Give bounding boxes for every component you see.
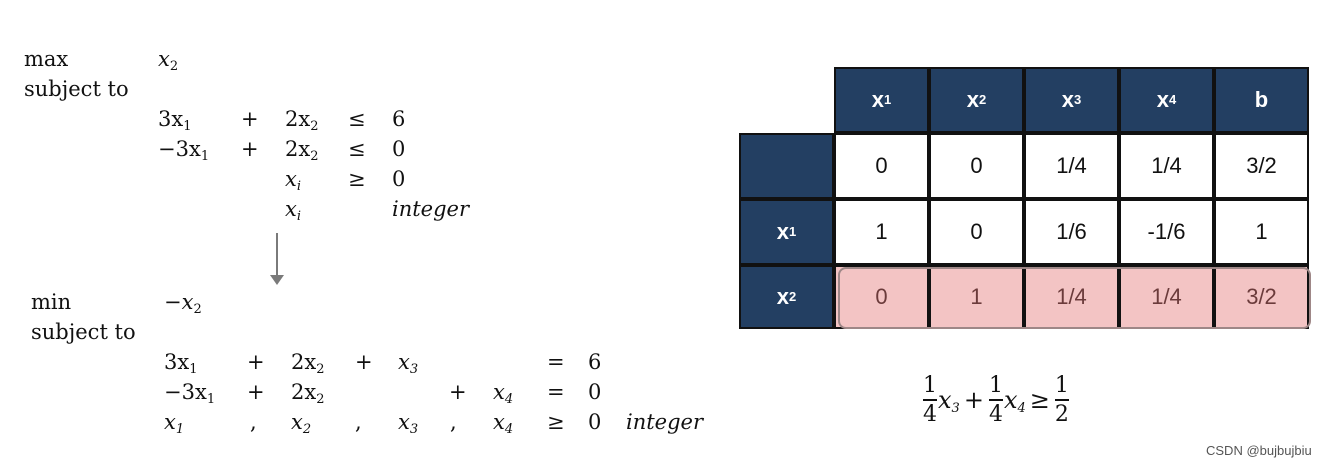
table-cell: 1/6: [1024, 199, 1119, 265]
c2-op: +: [241, 137, 259, 161]
r3-integer: integer: [626, 410, 704, 434]
c2-term-b: 2x2: [285, 137, 319, 164]
c1-term-a: 3x1: [158, 107, 192, 134]
cut-rel: ≥: [1029, 385, 1050, 414]
table-cell: 1: [1214, 199, 1309, 265]
table-cell-highlighted: 3/2: [1214, 265, 1309, 329]
min-label: min: [31, 290, 72, 314]
subject-to-label-2: subject to: [31, 320, 136, 344]
r2-rhs: 0: [588, 380, 602, 404]
r1-a: 3x1: [164, 350, 198, 377]
table-cell: 0: [929, 133, 1024, 199]
subject-to-label: subject to: [24, 77, 129, 101]
c1-rhs: 6: [392, 107, 406, 131]
r2-d: x4: [493, 380, 514, 407]
objective: x2: [158, 47, 179, 74]
r2-op1: +: [247, 380, 265, 404]
r2-a: −3x1: [164, 380, 216, 407]
cut-var-1: x3: [938, 385, 960, 416]
r3-rel: ≥: [547, 410, 565, 434]
r2-b: 2x2: [291, 380, 325, 407]
c1-rel: ≤: [348, 107, 366, 131]
table-cell: 1/4: [1024, 133, 1119, 199]
c1-term-b: 2x2: [285, 107, 319, 134]
r2-rel: =: [547, 380, 565, 404]
col-header-b: b: [1214, 67, 1309, 133]
watermark: CSDN @bujbujbiu: [1206, 443, 1312, 458]
r3-c: x3: [398, 410, 419, 437]
table-cell-highlighted: 1/4: [1119, 265, 1214, 329]
c4-var: xi: [285, 197, 302, 224]
r1-rhs: 6: [588, 350, 602, 374]
r3-comma-2: ,: [355, 410, 362, 434]
r1-b: 2x2: [291, 350, 325, 377]
row-header-objective: [739, 133, 834, 199]
c2-rel: ≤: [348, 137, 366, 161]
r3-b: x2: [291, 410, 312, 437]
table-cell-highlighted: 1: [929, 265, 1024, 329]
r2-op3: +: [449, 380, 467, 404]
cut-plus: +: [963, 385, 984, 414]
table-cell: 3/2: [1214, 133, 1309, 199]
table-cell-highlighted: 1/4: [1024, 265, 1119, 329]
max-label: max: [24, 47, 69, 71]
objective-2: −x2: [164, 290, 202, 317]
table-cell-highlighted: 0: [834, 265, 929, 329]
r1-op2: +: [355, 350, 373, 374]
r1-c: x3: [398, 350, 419, 377]
r3-comma-3: ,: [450, 410, 457, 434]
c3-var: xi: [285, 167, 302, 194]
table-cell: -1/6: [1119, 199, 1214, 265]
down-arrow-icon: [270, 275, 284, 285]
down-arrow-shaft: [276, 233, 278, 277]
c2-term-a: −3x1: [158, 137, 210, 164]
r3-rhs: 0: [588, 410, 602, 434]
c4-integer: integer: [392, 197, 470, 221]
r3-comma-1: ,: [250, 410, 257, 434]
table-corner: [739, 67, 834, 133]
r1-op1: +: [247, 350, 265, 374]
r3-d: x4: [493, 410, 514, 437]
cut-var-2: x4: [1003, 385, 1026, 416]
c1-op: +: [241, 107, 259, 131]
c3-rhs: 0: [392, 167, 406, 191]
c3-rel: ≥: [348, 167, 366, 191]
table-cell: 1/4: [1119, 133, 1214, 199]
c2-rhs: 0: [392, 137, 406, 161]
table-cell: 0: [929, 199, 1024, 265]
table-cell: 0: [834, 133, 929, 199]
r1-rel: =: [547, 350, 565, 374]
table-cell: 1: [834, 199, 929, 265]
r3-a: x1: [164, 410, 185, 437]
